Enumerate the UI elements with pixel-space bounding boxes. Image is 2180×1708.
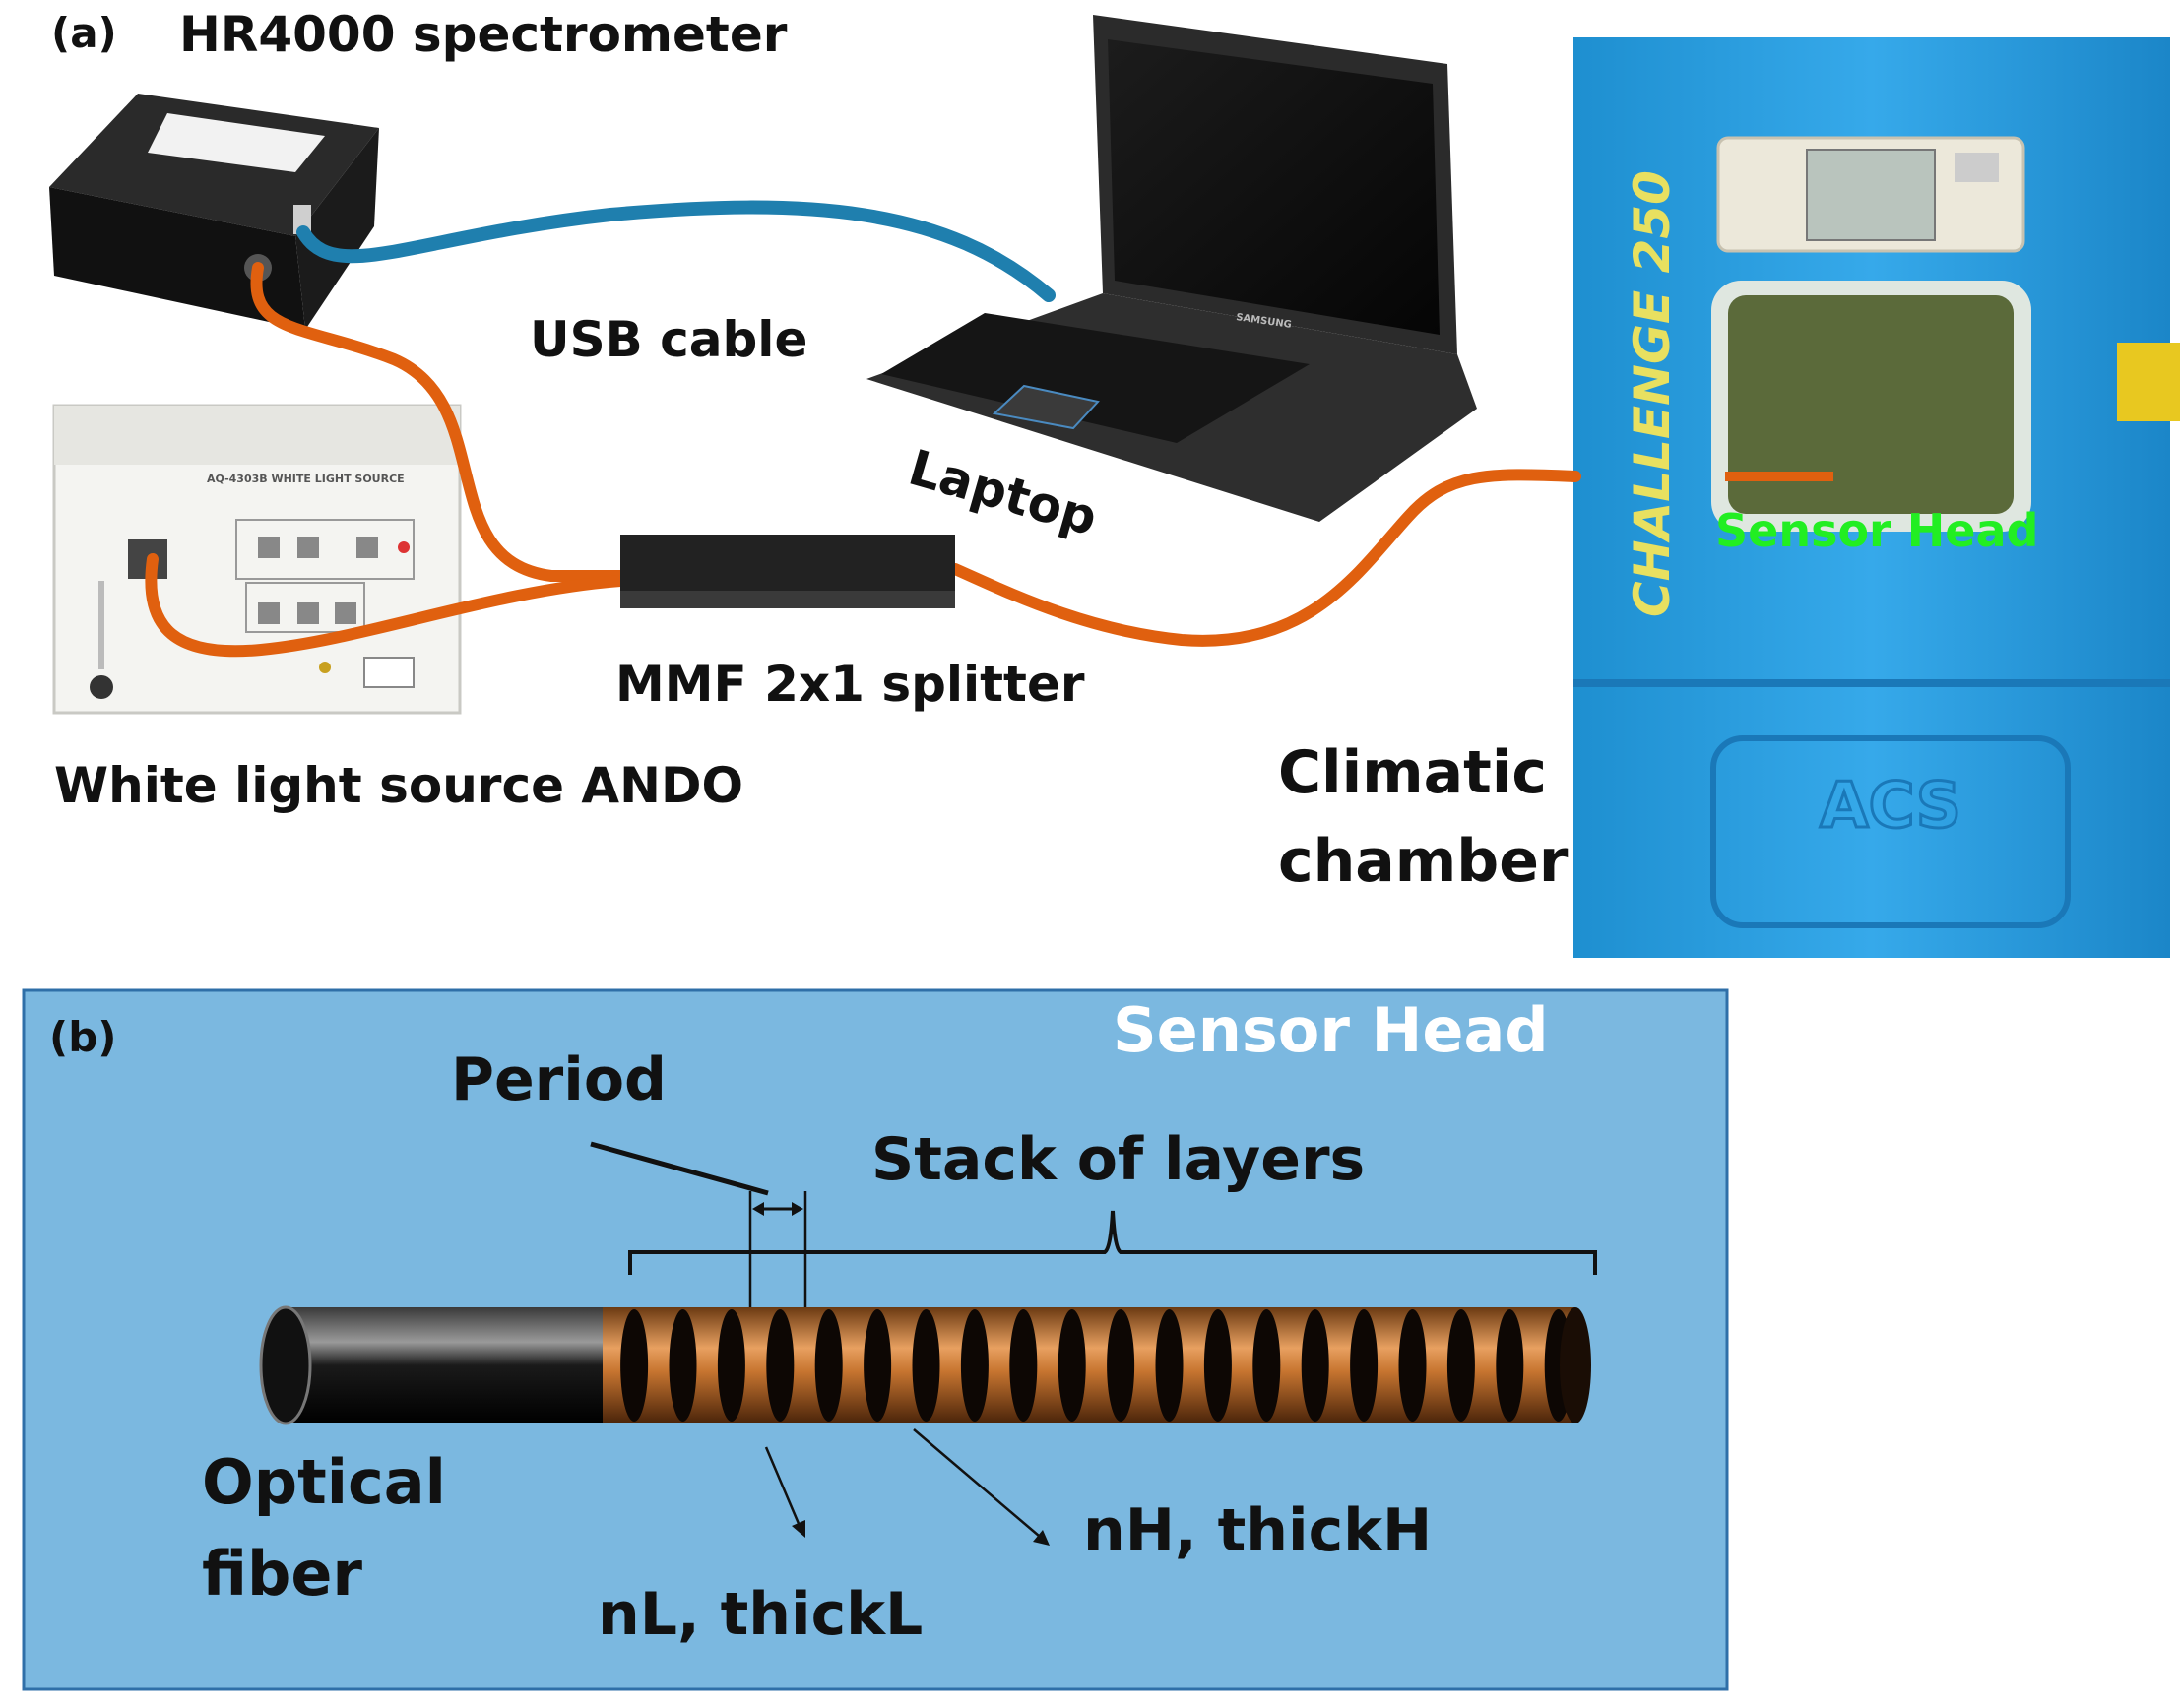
low-index-layer [1301,1309,1329,1422]
usb-cable [296,200,1056,302]
splitter-label: MMF 2x1 splitter [615,656,1085,713]
sensor-head-title: Sensor Head [1113,994,1549,1066]
low-index-layer [766,1309,795,1422]
chamber-logo: ACS [1820,770,1961,843]
fiber-source-to-splitter [145,553,626,658]
low-index-layer [912,1309,940,1422]
chamber-label-line1: Climatic [1278,738,1547,807]
fiber-splitter-to-chamber [949,469,1581,647]
sensor-head-label-a: Sensor Head [1715,504,2038,557]
light-source-model: AQ-4303B WHITE LIGHT SOURCE [207,473,405,485]
stack-label: Stack of layers [871,1125,1365,1194]
stack-end-cap [1560,1307,1591,1423]
low-index-layer [1496,1309,1524,1422]
nl-arrow [764,1446,805,1538]
usb-cable-label: USB cable [530,311,807,368]
low-index-layer [1446,1309,1475,1422]
low-index-layer [1398,1309,1427,1422]
optical-fiber [259,1305,610,1425]
nh-arrow [913,1428,1050,1546]
light-source-label: White light source ANDO [54,757,743,814]
low-index-layer [620,1309,649,1422]
layer-stack [603,1307,1591,1423]
low-index-layer [1107,1309,1135,1422]
fiber-spectrometer-to-splitter [250,262,626,582]
panel-a-label: (a) [51,9,117,57]
low-index-layer [1009,1309,1038,1422]
fiber-label-line1: Optical [202,1446,446,1518]
chamber-brand: CHALLENGE 250 [1624,170,1681,617]
period-double-arrow [752,1202,803,1216]
low-index-layer [1203,1309,1232,1422]
spectrometer-label: HR4000 spectrometer [179,6,788,63]
laptop-label: Laptop [903,439,1104,547]
low-index-layer [669,1309,697,1422]
low-index-layer [814,1309,843,1422]
chamber-label-line2: chamber [1278,827,1569,896]
low-index-layer [864,1309,892,1422]
low-index-layer [960,1309,989,1422]
stack-body [603,1307,1575,1423]
low-index-layer [1252,1309,1281,1422]
spectrometer-device [49,94,379,330]
low-index-layer [1155,1309,1184,1422]
nl-label-main: nL, thickL [598,1580,923,1649]
nh-label: nH, thickH [1083,1496,1432,1565]
climatic-chamber-device: ACS CHALLENGE 250 Sensor Head [1573,37,2180,958]
period-pointer [590,1141,769,1196]
stack-brace [628,1210,1597,1275]
period-label: Period [451,1045,667,1114]
low-index-layer [717,1309,745,1422]
low-index-layer [1058,1309,1086,1422]
white-light-source-device: AQ-4303B WHITE LIGHT SOURCE [52,404,462,715]
nh-label-main: nH, thickH [1083,1496,1432,1565]
low-index-layer [1350,1309,1379,1422]
panel-b-label: (b) [49,1013,116,1061]
fiber-label-line2: fiber [202,1538,362,1610]
laptop-device: SAMSUNG [866,15,1477,522]
nl-label: nL, thickL [598,1580,923,1649]
